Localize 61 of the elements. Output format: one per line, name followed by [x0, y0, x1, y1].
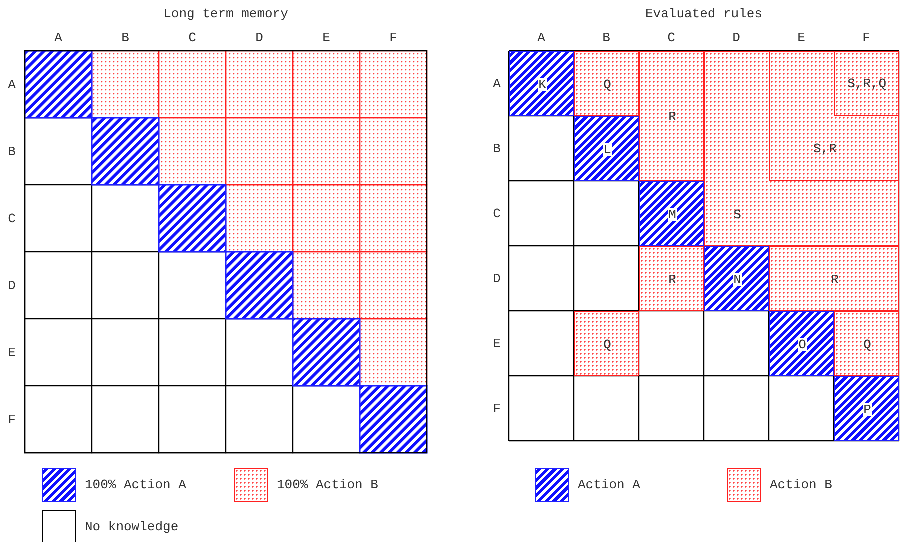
region-label: L	[602, 143, 612, 156]
region-label: Q	[864, 338, 872, 351]
column-label: E	[798, 30, 806, 46]
legend-label: 100% Action A	[85, 478, 186, 492]
rule-region	[834, 311, 899, 376]
region-label: S	[734, 208, 742, 221]
region-label: Q	[604, 338, 612, 351]
region-label: O	[798, 338, 808, 351]
row-label: D	[8, 278, 16, 293]
rule-region	[639, 51, 704, 181]
row-label: F	[8, 412, 16, 427]
rule-region	[639, 246, 704, 311]
column-label: B	[602, 30, 610, 46]
rule-region	[834, 50, 899, 116]
rule-region	[768, 50, 899, 181]
rule-region	[639, 181, 704, 246]
column-label: B	[122, 30, 130, 46]
region-label: M	[668, 208, 678, 221]
region-label: R	[668, 110, 676, 124]
row-label: A	[8, 77, 16, 92]
region-label: S,R	[813, 142, 837, 156]
region-label: K	[538, 78, 548, 91]
region-label: Q	[604, 78, 612, 91]
rule-region	[834, 376, 899, 441]
row-label: B	[493, 141, 501, 156]
row-label: B	[8, 144, 16, 159]
region-label: N	[732, 273, 742, 286]
legend-label: Action B	[770, 478, 832, 492]
legend-label: Action A	[578, 478, 640, 492]
grid-title: Long term memory	[164, 6, 288, 22]
region-label: R	[668, 273, 676, 286]
region-label: R	[831, 273, 839, 286]
legend-label: No knowledge	[85, 520, 179, 534]
rule-region	[509, 51, 574, 116]
row-label: C	[8, 211, 16, 226]
column-label: D	[256, 30, 264, 46]
column-label: A	[538, 30, 546, 46]
region-label: S,R,Q	[848, 78, 887, 91]
rule-region	[574, 116, 639, 181]
column-label: F	[390, 30, 398, 46]
column-label: C	[668, 30, 676, 46]
row-label: A	[493, 76, 501, 91]
legend-label: 100% Action B	[277, 478, 378, 492]
grid-title: Evaluated rules	[645, 6, 763, 22]
row-label: E	[493, 336, 501, 351]
rule-region	[574, 51, 639, 116]
rule-region	[769, 246, 899, 311]
column-label: C	[188, 30, 196, 46]
rule-region	[704, 246, 769, 311]
row-label: E	[8, 345, 16, 360]
row-label: F	[493, 401, 501, 416]
rule-region	[574, 311, 639, 376]
column-label: A	[54, 30, 62, 46]
column-label: E	[322, 30, 330, 46]
row-label: C	[493, 206, 501, 221]
rule-region	[769, 311, 834, 376]
rule-region	[704, 51, 899, 246]
column-label: D	[732, 30, 740, 46]
region-label: P	[862, 403, 872, 416]
column-label: F	[862, 30, 870, 46]
row-label: D	[493, 271, 501, 286]
